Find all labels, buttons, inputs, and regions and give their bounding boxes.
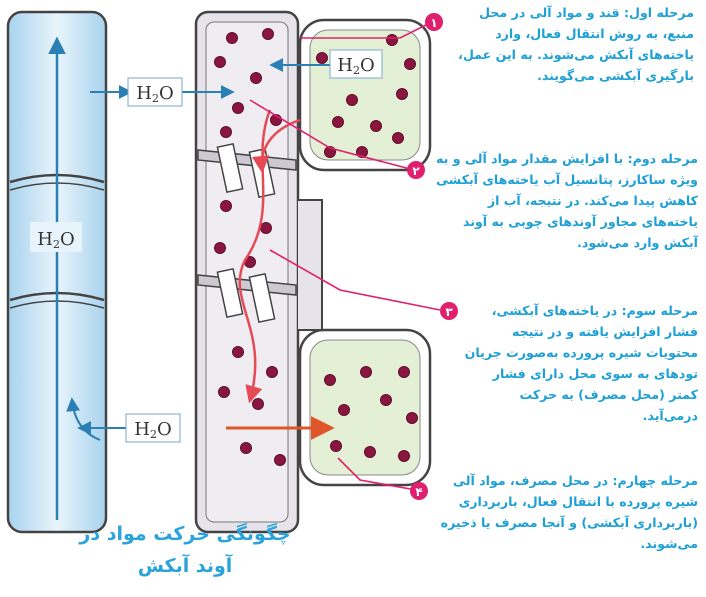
- sugar-dot: [267, 367, 278, 378]
- sugar-dot: [393, 133, 404, 144]
- sugar-dot: [233, 103, 244, 114]
- sugar-dot: [399, 451, 410, 462]
- sugar-dot: [371, 121, 382, 132]
- sugar-dot: [333, 117, 344, 128]
- sugar-dot: [219, 387, 230, 398]
- sugar-dot: [387, 35, 398, 46]
- sugar-dot: [251, 73, 262, 84]
- sugar-dot: [347, 95, 358, 106]
- xylem-vessel: [8, 12, 106, 532]
- sugar-dot: [317, 53, 328, 64]
- sugar-dot: [405, 59, 416, 70]
- step-marker-1: ۱: [425, 13, 443, 31]
- svg-text:۴: ۴: [415, 485, 422, 499]
- sugar-dot: [381, 395, 392, 406]
- step-1-description: مرحله اول: قند و مواد آلی در محل منبع، ب…: [452, 2, 694, 86]
- sugar-dot: [261, 223, 272, 234]
- sugar-dot: [365, 447, 376, 458]
- step-marker-2: ۲: [407, 161, 425, 179]
- svg-text:۲: ۲: [412, 164, 420, 178]
- sugar-dot: [331, 441, 342, 452]
- diagram-caption: چگونگی حرکت مواد در آوند آبکش: [70, 518, 300, 582]
- sink-cell: [300, 330, 430, 485]
- sugar-dot: [263, 29, 274, 40]
- step-2-description: مرحله دوم: با افزایش مقدار مواد آلی و به…: [432, 148, 698, 253]
- sugar-dot: [339, 405, 350, 416]
- sugar-dot: [221, 201, 232, 212]
- sugar-dot: [241, 443, 252, 454]
- sugar-dot: [275, 455, 286, 466]
- step-4-description: مرحله چهارم: در محل مصرف، مواد آلی شیره …: [432, 470, 698, 554]
- sugar-dot: [221, 127, 232, 138]
- sugar-dot: [399, 367, 410, 378]
- sugar-dot: [361, 367, 372, 378]
- sugar-dot: [407, 413, 418, 424]
- sugar-dot: [215, 57, 226, 68]
- step-3-description: مرحله سوم: در یاخته‌های آبکشی، فشار افزا…: [462, 300, 698, 426]
- sugar-dot: [397, 89, 408, 100]
- sugar-dot: [325, 375, 336, 386]
- svg-text:۳: ۳: [445, 305, 453, 319]
- sugar-dot: [227, 33, 238, 44]
- step-marker-4: ۴: [410, 482, 428, 500]
- step-marker-3: ۳: [440, 302, 458, 320]
- svg-text:۱: ۱: [430, 16, 437, 30]
- sugar-dot: [215, 243, 226, 254]
- sugar-dot: [233, 347, 244, 358]
- sugar-dot: [253, 399, 264, 410]
